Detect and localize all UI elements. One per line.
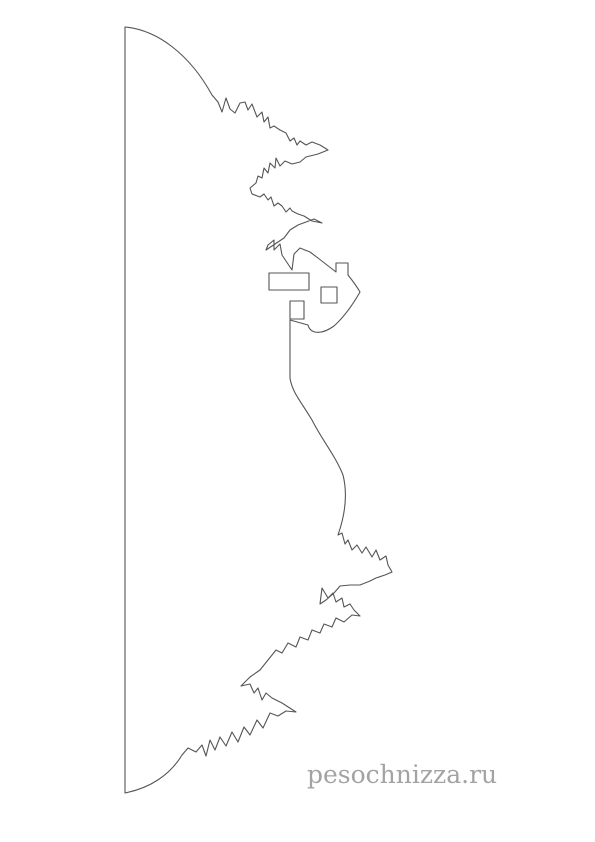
house-window-wide <box>268 272 310 291</box>
house-window-small <box>289 300 305 320</box>
stencil-outline-path <box>124 26 393 794</box>
house-window-right <box>320 286 338 304</box>
watermark-text: pesochnizza.ru <box>307 760 498 789</box>
